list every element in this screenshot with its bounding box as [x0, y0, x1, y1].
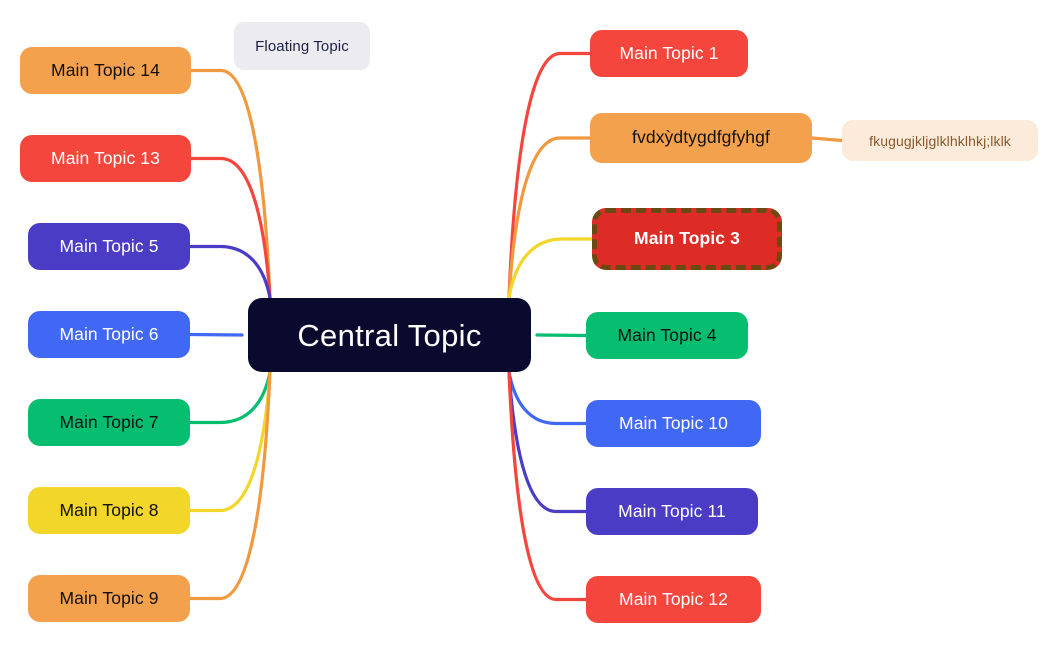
connector-main-topic-12: [507, 370, 588, 602]
topic-label-main-topic-13: Main Topic 13: [51, 147, 160, 168]
connector-main-topic-5: [188, 244, 272, 300]
topic-node-main-topic-13[interactable]: Main Topic 13: [20, 135, 191, 182]
connector-main-topic-10: [507, 370, 588, 426]
connector-main-topic-14: [189, 68, 272, 300]
topic-node-main-topic-1[interactable]: Main Topic 1: [590, 30, 748, 77]
topic-label-main-topic-12: Main Topic 12: [619, 588, 728, 609]
topic-node-main-topic-12[interactable]: Main Topic 12: [586, 576, 761, 623]
topic-label-main-topic-8: Main Topic 8: [59, 499, 159, 520]
topic-label-main-topic-10: Main Topic 10: [619, 412, 728, 433]
topic-node-main-topic-9[interactable]: Main Topic 9: [28, 575, 190, 622]
topic-node-main-topic-3[interactable]: Main Topic 3: [592, 208, 782, 270]
topic-label-fvdxydtygdfgfyhgf: fvdxỳdtygdfgfyhgf: [632, 127, 770, 148]
topic-node-main-topic-5[interactable]: Main Topic 5: [28, 223, 190, 270]
subtopic-node-fkugugjkljglklhklhkj-lklk[interactable]: fkụgugjkljglklhklhkj;lklk: [842, 120, 1038, 161]
connector-main-topic-13: [189, 156, 272, 300]
topic-node-main-topic-6[interactable]: Main Topic 6: [28, 311, 190, 358]
connector-main-topic-8: [188, 370, 272, 513]
topic-node-fvdxydtygdfgfyhgf[interactable]: fvdxỳdtygdfgfyhgf: [590, 113, 812, 163]
connector-main-topic-7: [188, 370, 272, 425]
topic-node-main-topic-11[interactable]: Main Topic 11: [586, 488, 758, 535]
topic-label-main-topic-5: Main Topic 5: [59, 235, 159, 256]
topic-node-main-topic-14[interactable]: Main Topic 14: [20, 47, 191, 94]
connector-main-topic-9: [188, 370, 272, 601]
topic-node-main-topic-7[interactable]: Main Topic 7: [28, 399, 190, 446]
topic-node-main-topic-10[interactable]: Main Topic 10: [586, 400, 761, 447]
connector-main-topic-4: [535, 333, 588, 338]
connector-fkugugjkljglklhklhkj-lklk: [810, 136, 844, 143]
topic-label-main-topic-3: Main Topic 3: [634, 228, 740, 249]
connector-fvdxydtygdfgfyhgf: [507, 136, 592, 300]
topic-node-main-topic-4[interactable]: Main Topic 4: [586, 312, 748, 359]
connector-main-topic-1: [507, 51, 592, 300]
topic-label-main-topic-14: Main Topic 14: [51, 59, 160, 80]
central-topic-node[interactable]: Central Topic: [248, 298, 531, 372]
topic-label-main-topic-6: Main Topic 6: [59, 323, 159, 344]
topic-label-main-topic-7: Main Topic 7: [59, 411, 159, 432]
connector-main-topic-3: [507, 237, 594, 300]
topic-label-main-topic-4: Main Topic 4: [617, 324, 717, 345]
topic-label-main-topic-9: Main Topic 9: [59, 587, 159, 608]
connector-main-topic-11: [507, 370, 588, 514]
topic-label-main-topic-11: Main Topic 11: [618, 500, 726, 521]
subtopic-label-fkugugjkljglklhklhkj-lklk: fkụgugjkljglklhklhkj;lklk: [869, 132, 1011, 149]
topic-label-main-topic-1: Main Topic 1: [619, 42, 719, 63]
floating-topic-label: Floating Topic: [255, 37, 349, 55]
topic-node-main-topic-8[interactable]: Main Topic 8: [28, 487, 190, 534]
central-topic-label: Central Topic: [297, 317, 482, 353]
floating-topic-node[interactable]: Floating Topic: [234, 22, 370, 70]
connector-main-topic-6: [188, 332, 244, 337]
